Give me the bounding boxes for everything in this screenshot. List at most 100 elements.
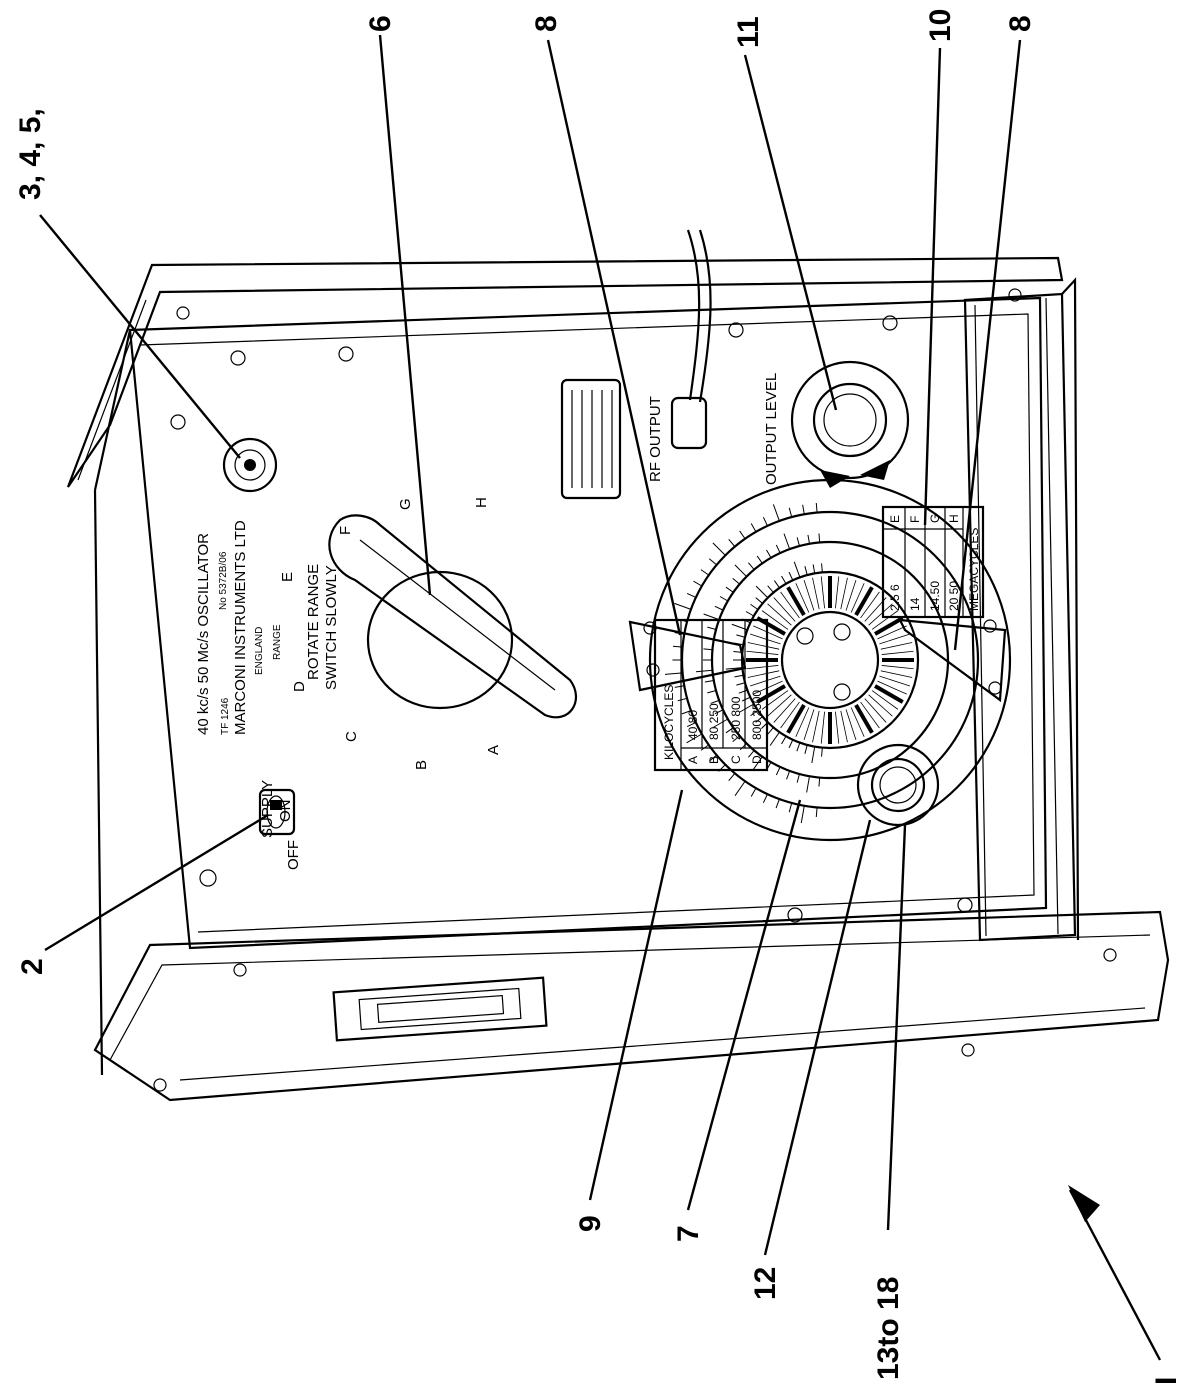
dial-spoke (767, 694, 792, 717)
dial-tick (796, 537, 800, 547)
dial-tick (677, 697, 688, 702)
range-switch-lever (328, 514, 578, 719)
dial-spoke (812, 577, 820, 610)
callout-11: 11 (732, 16, 765, 48)
dial-tick (755, 585, 769, 599)
dial-tick (793, 561, 801, 578)
dial-tick (815, 502, 818, 513)
dial-tick (767, 727, 774, 735)
range-letter-b: B (413, 760, 430, 770)
dial-tick (775, 798, 780, 809)
dial-tick (811, 746, 816, 763)
dial-spoke (812, 710, 820, 743)
right-rail (963, 292, 1077, 942)
dial-tick (739, 703, 755, 713)
dial-tick (821, 747, 823, 757)
callout-13-to-18: 13to 18 (872, 1277, 905, 1380)
dial-tick (736, 682, 746, 686)
supply-label: SUPPLY (259, 780, 276, 838)
kc-range-d: D (750, 755, 764, 764)
leader-7 (686, 799, 802, 1211)
panel-country: ENGLAND (254, 627, 265, 675)
kilocycles-table: KILOCYCLES A 40 80 B 80 250 C 250 800 D … (653, 618, 769, 772)
dial-spoke (871, 690, 899, 710)
dial-spoke (877, 625, 907, 640)
dial-tick (807, 534, 811, 544)
range-letter-a: A (485, 745, 502, 755)
panel-title: 40 kc/s 50 Mc/s OSCILLATOR (195, 533, 212, 735)
dial-spoke (749, 633, 781, 645)
panel-range-label: RANGE (272, 624, 283, 660)
range-letter-f: F (337, 526, 354, 535)
dial-spoke (854, 704, 874, 734)
callout-8-right: 8 (1004, 15, 1037, 32)
dial-spoke (820, 711, 825, 744)
dial-tick (708, 754, 717, 762)
fine-tune-knob[interactable] (856, 743, 940, 827)
cursor-frame-left (628, 620, 747, 692)
output-level-knob[interactable] (790, 360, 910, 488)
dial-tick (725, 667, 743, 670)
callout-10: 10 (924, 9, 957, 42)
dial-spoke (767, 603, 792, 626)
dial-tick (704, 679, 714, 683)
callout-12: 12 (749, 1267, 782, 1300)
range-switch[interactable] (328, 514, 578, 719)
kc-value-a: 40 80 (686, 710, 700, 740)
dial-spoke (881, 650, 914, 655)
dial-spoke (874, 684, 904, 704)
dial-tick (707, 626, 717, 630)
dial-spoke (877, 680, 907, 695)
dial-tick (725, 727, 734, 734)
dial-tick (728, 773, 736, 782)
dial-tick (732, 735, 740, 743)
dial-tick (781, 575, 787, 585)
dial-spoke (880, 642, 913, 650)
dial-tick (739, 530, 746, 540)
callout-9: 9 (574, 1215, 607, 1232)
dial-tick (796, 742, 801, 752)
dial-tick (750, 710, 759, 717)
panel-type-number: TF 1246 (220, 697, 231, 735)
fuse-knob[interactable] (222, 437, 278, 493)
supply-toggle-switch[interactable] (258, 788, 296, 836)
dial-tick (725, 586, 734, 593)
dial-screw (833, 683, 851, 701)
dial-tick (750, 523, 757, 533)
dial-spoke (747, 670, 780, 678)
dial-tick (703, 648, 713, 651)
rf-output-connector[interactable] (670, 229, 712, 450)
dial-spoke (874, 616, 904, 636)
dial-tick (714, 709, 724, 715)
dial-spoke (850, 583, 865, 613)
callout-6: 6 (364, 15, 397, 32)
dial-tick (712, 542, 726, 556)
dial-tick (769, 731, 780, 746)
dial-spoke (864, 698, 887, 723)
dial-spoke (746, 650, 779, 655)
dial-spoke (746, 665, 779, 670)
dial-tick (664, 672, 683, 675)
dial-tick (747, 750, 755, 758)
dial-tick (686, 733, 703, 744)
cursor-frame-right (898, 618, 1007, 703)
dial-tick (734, 674, 744, 678)
switch-slowly-text: SWITCH SLOWLY (323, 565, 340, 690)
dial-spoke (880, 670, 913, 678)
dial-tick (700, 569, 710, 576)
dial-tick (802, 504, 805, 515)
dial-spoke (780, 701, 800, 729)
dial-tick (762, 516, 768, 527)
dial-tick (732, 577, 740, 585)
dial-tick (766, 549, 772, 559)
kc-range-b: B (707, 756, 721, 764)
dial-tick (755, 716, 763, 723)
dial-spoke (786, 586, 806, 616)
rf-output-label: RF OUTPUT (647, 396, 664, 482)
dial-spoke (786, 704, 806, 734)
leader-9 (588, 789, 684, 1201)
frequency-dial[interactable] (648, 478, 1012, 842)
dial-tick (703, 613, 720, 621)
dial-tick (750, 787, 757, 797)
